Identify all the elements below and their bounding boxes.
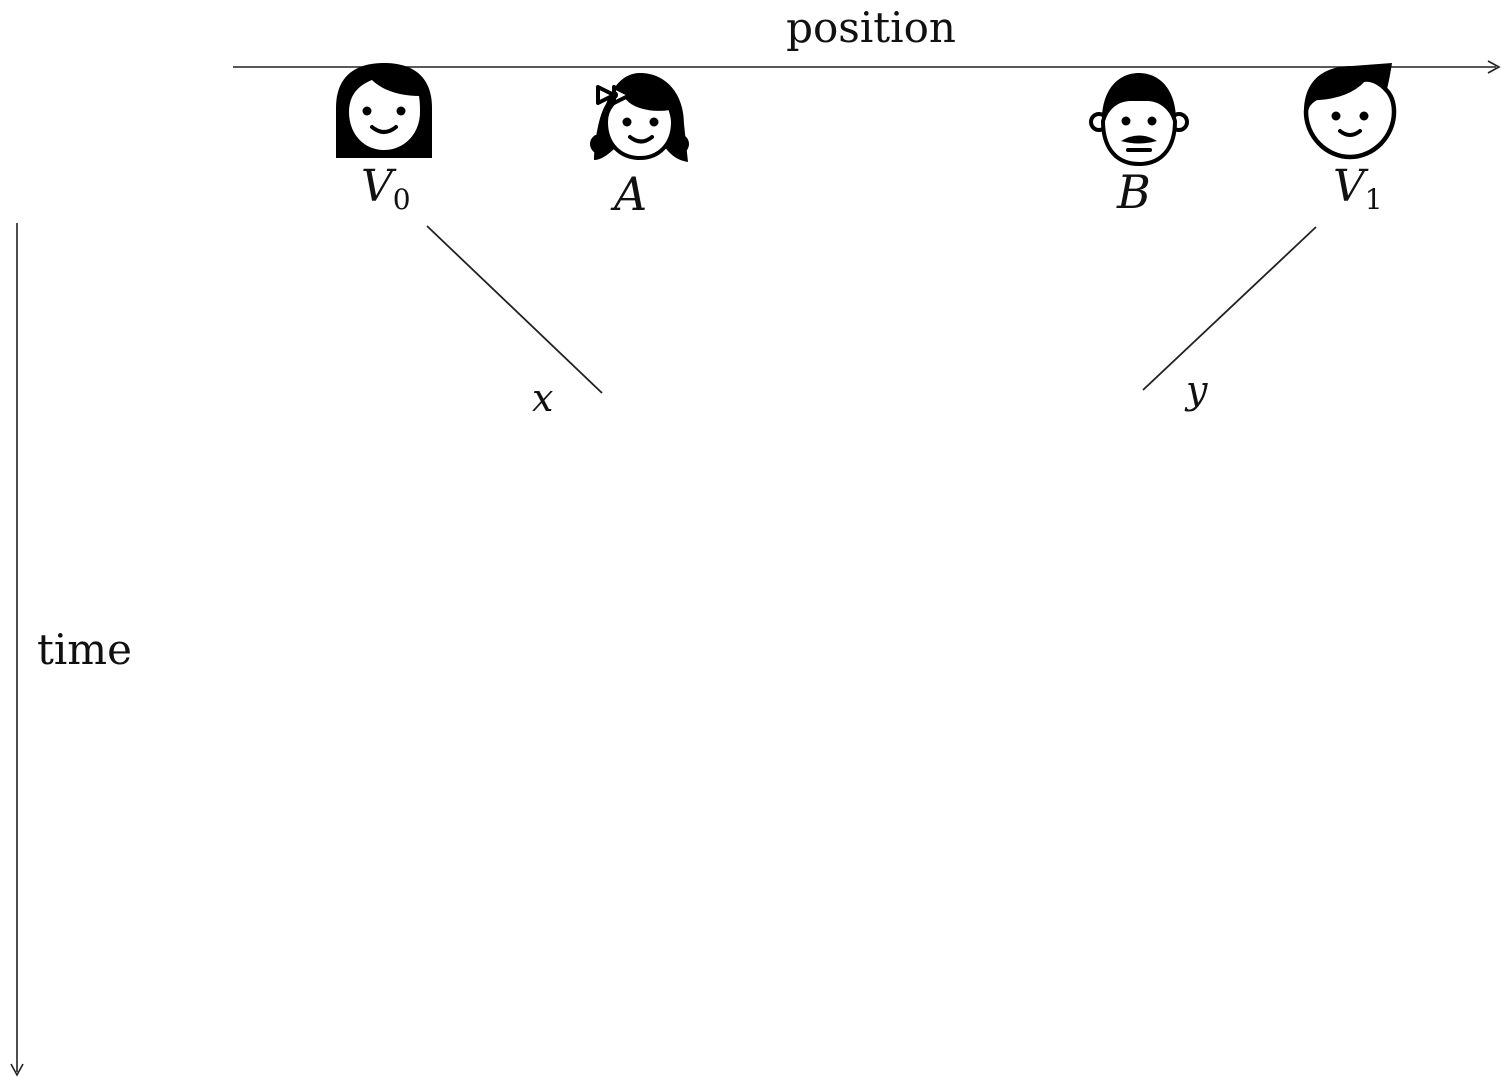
label-v1-subscript: 1 (1365, 183, 1383, 216)
label-a: A (610, 167, 647, 221)
position-axis (233, 60, 1501, 74)
label-a-letter: A (610, 167, 647, 221)
signal-line-x (426, 225, 603, 394)
label-y: y (1184, 368, 1208, 412)
label-b-letter: B (1116, 165, 1151, 219)
man-face-icon (1089, 73, 1189, 167)
time-axis-label: time (37, 625, 132, 674)
label-v0-subscript: 0 (393, 183, 411, 216)
girl-face-icon (590, 73, 689, 162)
label-b: B (1116, 165, 1151, 219)
label-v0-letter: V (361, 161, 397, 212)
label-v0: V0 (361, 161, 411, 216)
time-axis (10, 223, 24, 1077)
label-x: x (532, 376, 553, 420)
label-v1-letter: V (1333, 161, 1369, 212)
woman-face-icon (336, 63, 432, 158)
signal-line-y (1142, 226, 1317, 391)
boy-face-icon (1303, 63, 1397, 160)
label-v1: V1 (1333, 161, 1383, 216)
position-axis-label: position (786, 3, 956, 52)
